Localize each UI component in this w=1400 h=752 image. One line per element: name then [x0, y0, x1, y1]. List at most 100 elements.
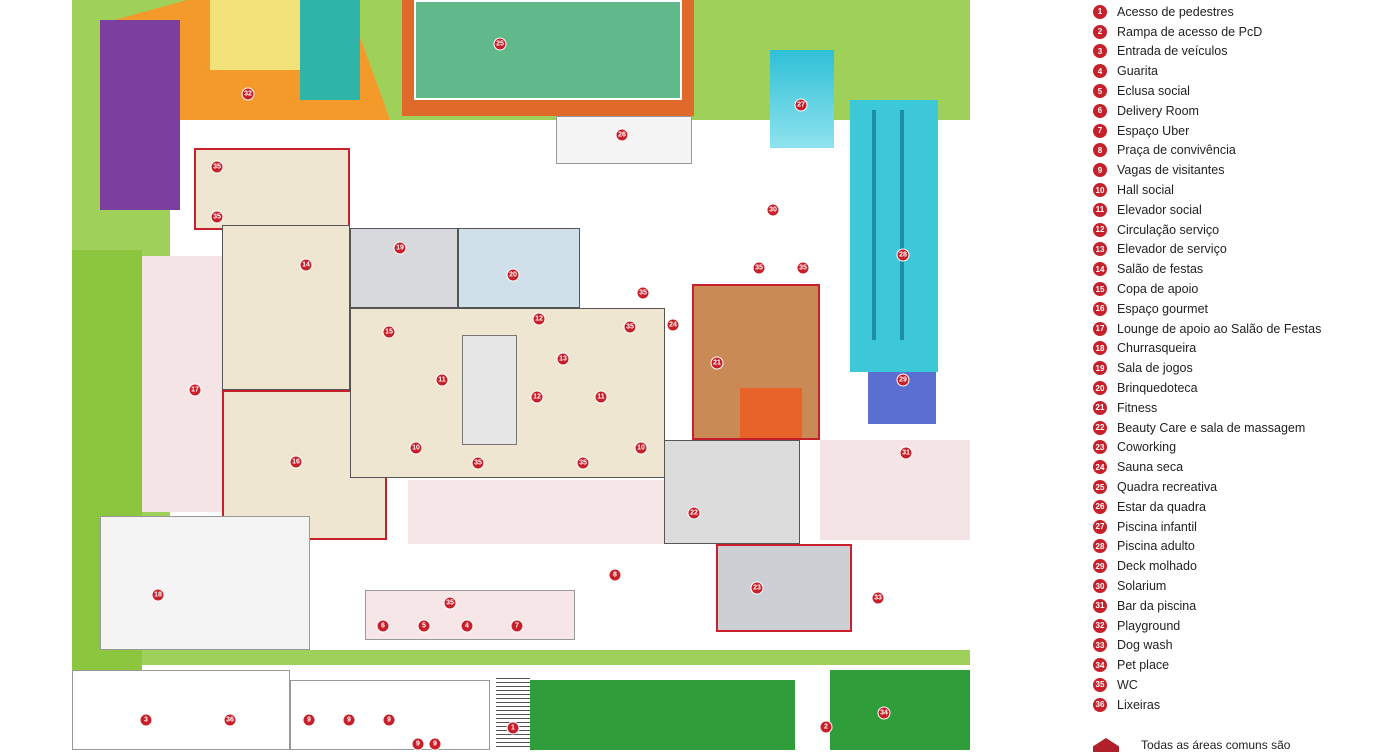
court-field [414, 0, 682, 100]
area-marker: 33 [871, 591, 885, 605]
legend-label: Coworking [1117, 440, 1177, 455]
adult-pool [850, 100, 938, 372]
area-marker: 5 [417, 619, 431, 633]
area-marker: 9 [342, 713, 356, 727]
legend-label: Delivery Room [1117, 103, 1199, 118]
legend-label: Estar da quadra [1117, 499, 1206, 514]
legend-number-badge: 12 [1093, 222, 1107, 237]
legend-number-badge: 9 [1093, 163, 1107, 178]
playground-yellow [210, 0, 300, 70]
area-marker: 24 [666, 318, 680, 332]
visitor-parking [290, 680, 490, 750]
legend-item: 21 Fitness [1093, 398, 1393, 418]
area-marker: 34 [877, 706, 891, 720]
area-marker: 35 [210, 160, 224, 174]
area-marker: 35 [443, 596, 457, 610]
playground-purple [100, 20, 180, 210]
legend-number-badge: 8 [1093, 143, 1107, 158]
legend-item: 1 Acesso de pedestres [1093, 2, 1393, 22]
area-marker: 35 [636, 286, 650, 300]
legend-number-badge: 3 [1093, 44, 1107, 59]
footnote-text: Todas as áreas comuns são [1141, 738, 1291, 752]
legend-label: Salão de festas [1117, 262, 1204, 277]
legend-label: Elevador social [1117, 202, 1202, 217]
coworking [716, 544, 852, 632]
legend-label: Circulação serviço [1117, 222, 1220, 237]
legend-item: 4 Guarita [1093, 61, 1393, 81]
legend-label: Lixeiras [1117, 697, 1161, 712]
area-marker: 10 [634, 441, 648, 455]
legend-number-badge: 6 [1093, 103, 1107, 118]
plaza [408, 480, 664, 544]
legend-label: Hall social [1117, 183, 1174, 198]
legend-label: Fitness [1117, 400, 1158, 415]
legend-item: 16 Espaço gourmet [1093, 299, 1393, 319]
legend-label: Espaço gourmet [1117, 301, 1209, 316]
legend-number-badge: 7 [1093, 123, 1107, 138]
playground-teal [300, 0, 360, 100]
area-marker: 35 [623, 320, 637, 334]
legend-number-badge: 25 [1093, 480, 1107, 495]
legend-number-badge: 19 [1093, 361, 1107, 376]
area-marker: 21 [710, 356, 724, 370]
area-marker: 8 [608, 568, 622, 582]
area-marker: 9 [428, 737, 442, 751]
toy-library [458, 228, 580, 308]
legend-label: Acesso de pedestres [1117, 4, 1234, 19]
legend-number-badge: 29 [1093, 559, 1107, 574]
legend-number-badge: 5 [1093, 84, 1107, 99]
legend-number-badge: 21 [1093, 400, 1107, 415]
legend-number-badge: 27 [1093, 519, 1107, 534]
area-marker: 11 [435, 373, 449, 387]
legend-number-badge: 1 [1093, 4, 1107, 19]
lounge-deck [142, 256, 222, 512]
area-marker: 3 [139, 713, 153, 727]
area-marker: 19 [393, 241, 407, 255]
area-marker: 11 [594, 390, 608, 404]
legend-label: Guarita [1117, 64, 1158, 79]
area-marker: 16 [289, 455, 303, 469]
legend-label: Pet place [1117, 658, 1170, 673]
games-room [350, 228, 458, 308]
legend-number-badge: 33 [1093, 638, 1107, 653]
legend-number-badge: 11 [1093, 202, 1107, 217]
legend-label: Bar da piscina [1117, 598, 1197, 613]
legend-label: Vagas de visitantes [1117, 163, 1225, 178]
area-marker: 35 [752, 261, 766, 275]
area-marker: 14 [299, 258, 313, 272]
party-hall [222, 225, 350, 390]
legend-number-badge: 18 [1093, 341, 1107, 356]
area-marker: 1 [506, 721, 520, 735]
legend-number-badge: 23 [1093, 440, 1107, 455]
legend-item: 6 Delivery Room [1093, 101, 1393, 121]
legend-number-badge: 4 [1093, 64, 1107, 79]
legend-number-badge: 2 [1093, 24, 1107, 39]
legend-label: WC [1117, 677, 1138, 692]
area-marker: 12 [532, 312, 546, 326]
area-marker: 30 [766, 203, 780, 217]
area-marker: 17 [188, 383, 202, 397]
legend-number-badge: 30 [1093, 579, 1107, 593]
area-marker: 9 [382, 713, 396, 727]
legend-number-badge: 22 [1093, 420, 1107, 435]
legend-number-badge: 15 [1093, 282, 1107, 297]
legend-label: Lounge de apoio ao Salão de Festas [1117, 321, 1322, 336]
front-lawn [530, 680, 795, 750]
legend-number-badge: 16 [1093, 301, 1107, 316]
